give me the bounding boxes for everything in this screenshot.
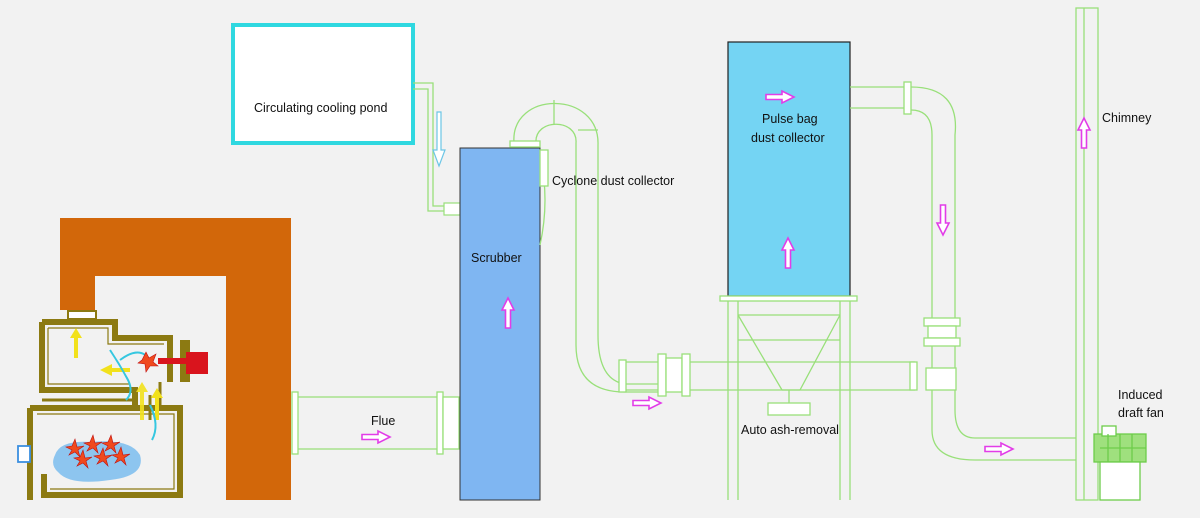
label-cooling-pond: Circulating cooling pond xyxy=(254,101,388,115)
flue-pipe xyxy=(291,391,460,455)
flow-arrow-flue xyxy=(361,430,391,444)
induced-draft-fan xyxy=(1093,425,1147,501)
flow-arrow-duct xyxy=(632,396,662,410)
furnace-inner xyxy=(37,327,175,490)
label-scrubber: Scrubber xyxy=(471,251,522,265)
label-chimney: Chimney xyxy=(1102,111,1152,125)
furnace-door xyxy=(17,445,31,463)
label-bag-line1: Pulse bag xyxy=(762,112,818,126)
flow-arrow-fan xyxy=(984,442,1014,456)
scrubber xyxy=(459,147,541,501)
chimney xyxy=(1075,7,1099,501)
furnace-flue-duct xyxy=(60,218,291,500)
main-duct xyxy=(626,353,918,397)
flow-arrow-downpipe xyxy=(936,204,950,236)
label-fan-line1: Induced xyxy=(1118,388,1163,402)
bag-outlet-pipe xyxy=(850,81,1090,461)
bag-hopper xyxy=(719,295,858,500)
label-flue: Flue xyxy=(371,414,396,428)
cyclone-pipe xyxy=(509,100,665,393)
label-bag-line2: dust collector xyxy=(751,131,825,145)
burner xyxy=(137,351,208,374)
fire-icon xyxy=(65,434,131,470)
furnace xyxy=(27,310,190,500)
water-flow-arrow xyxy=(432,111,446,168)
label-cyclone: Cyclone dust collector xyxy=(552,174,675,188)
label-ash-removal: Auto ash-removal xyxy=(741,423,839,437)
label-fan-line2: draft fan xyxy=(1118,406,1164,420)
heat-arrows xyxy=(70,328,163,420)
cooling-pond xyxy=(231,23,415,145)
cooling-water-pipe xyxy=(413,82,444,212)
